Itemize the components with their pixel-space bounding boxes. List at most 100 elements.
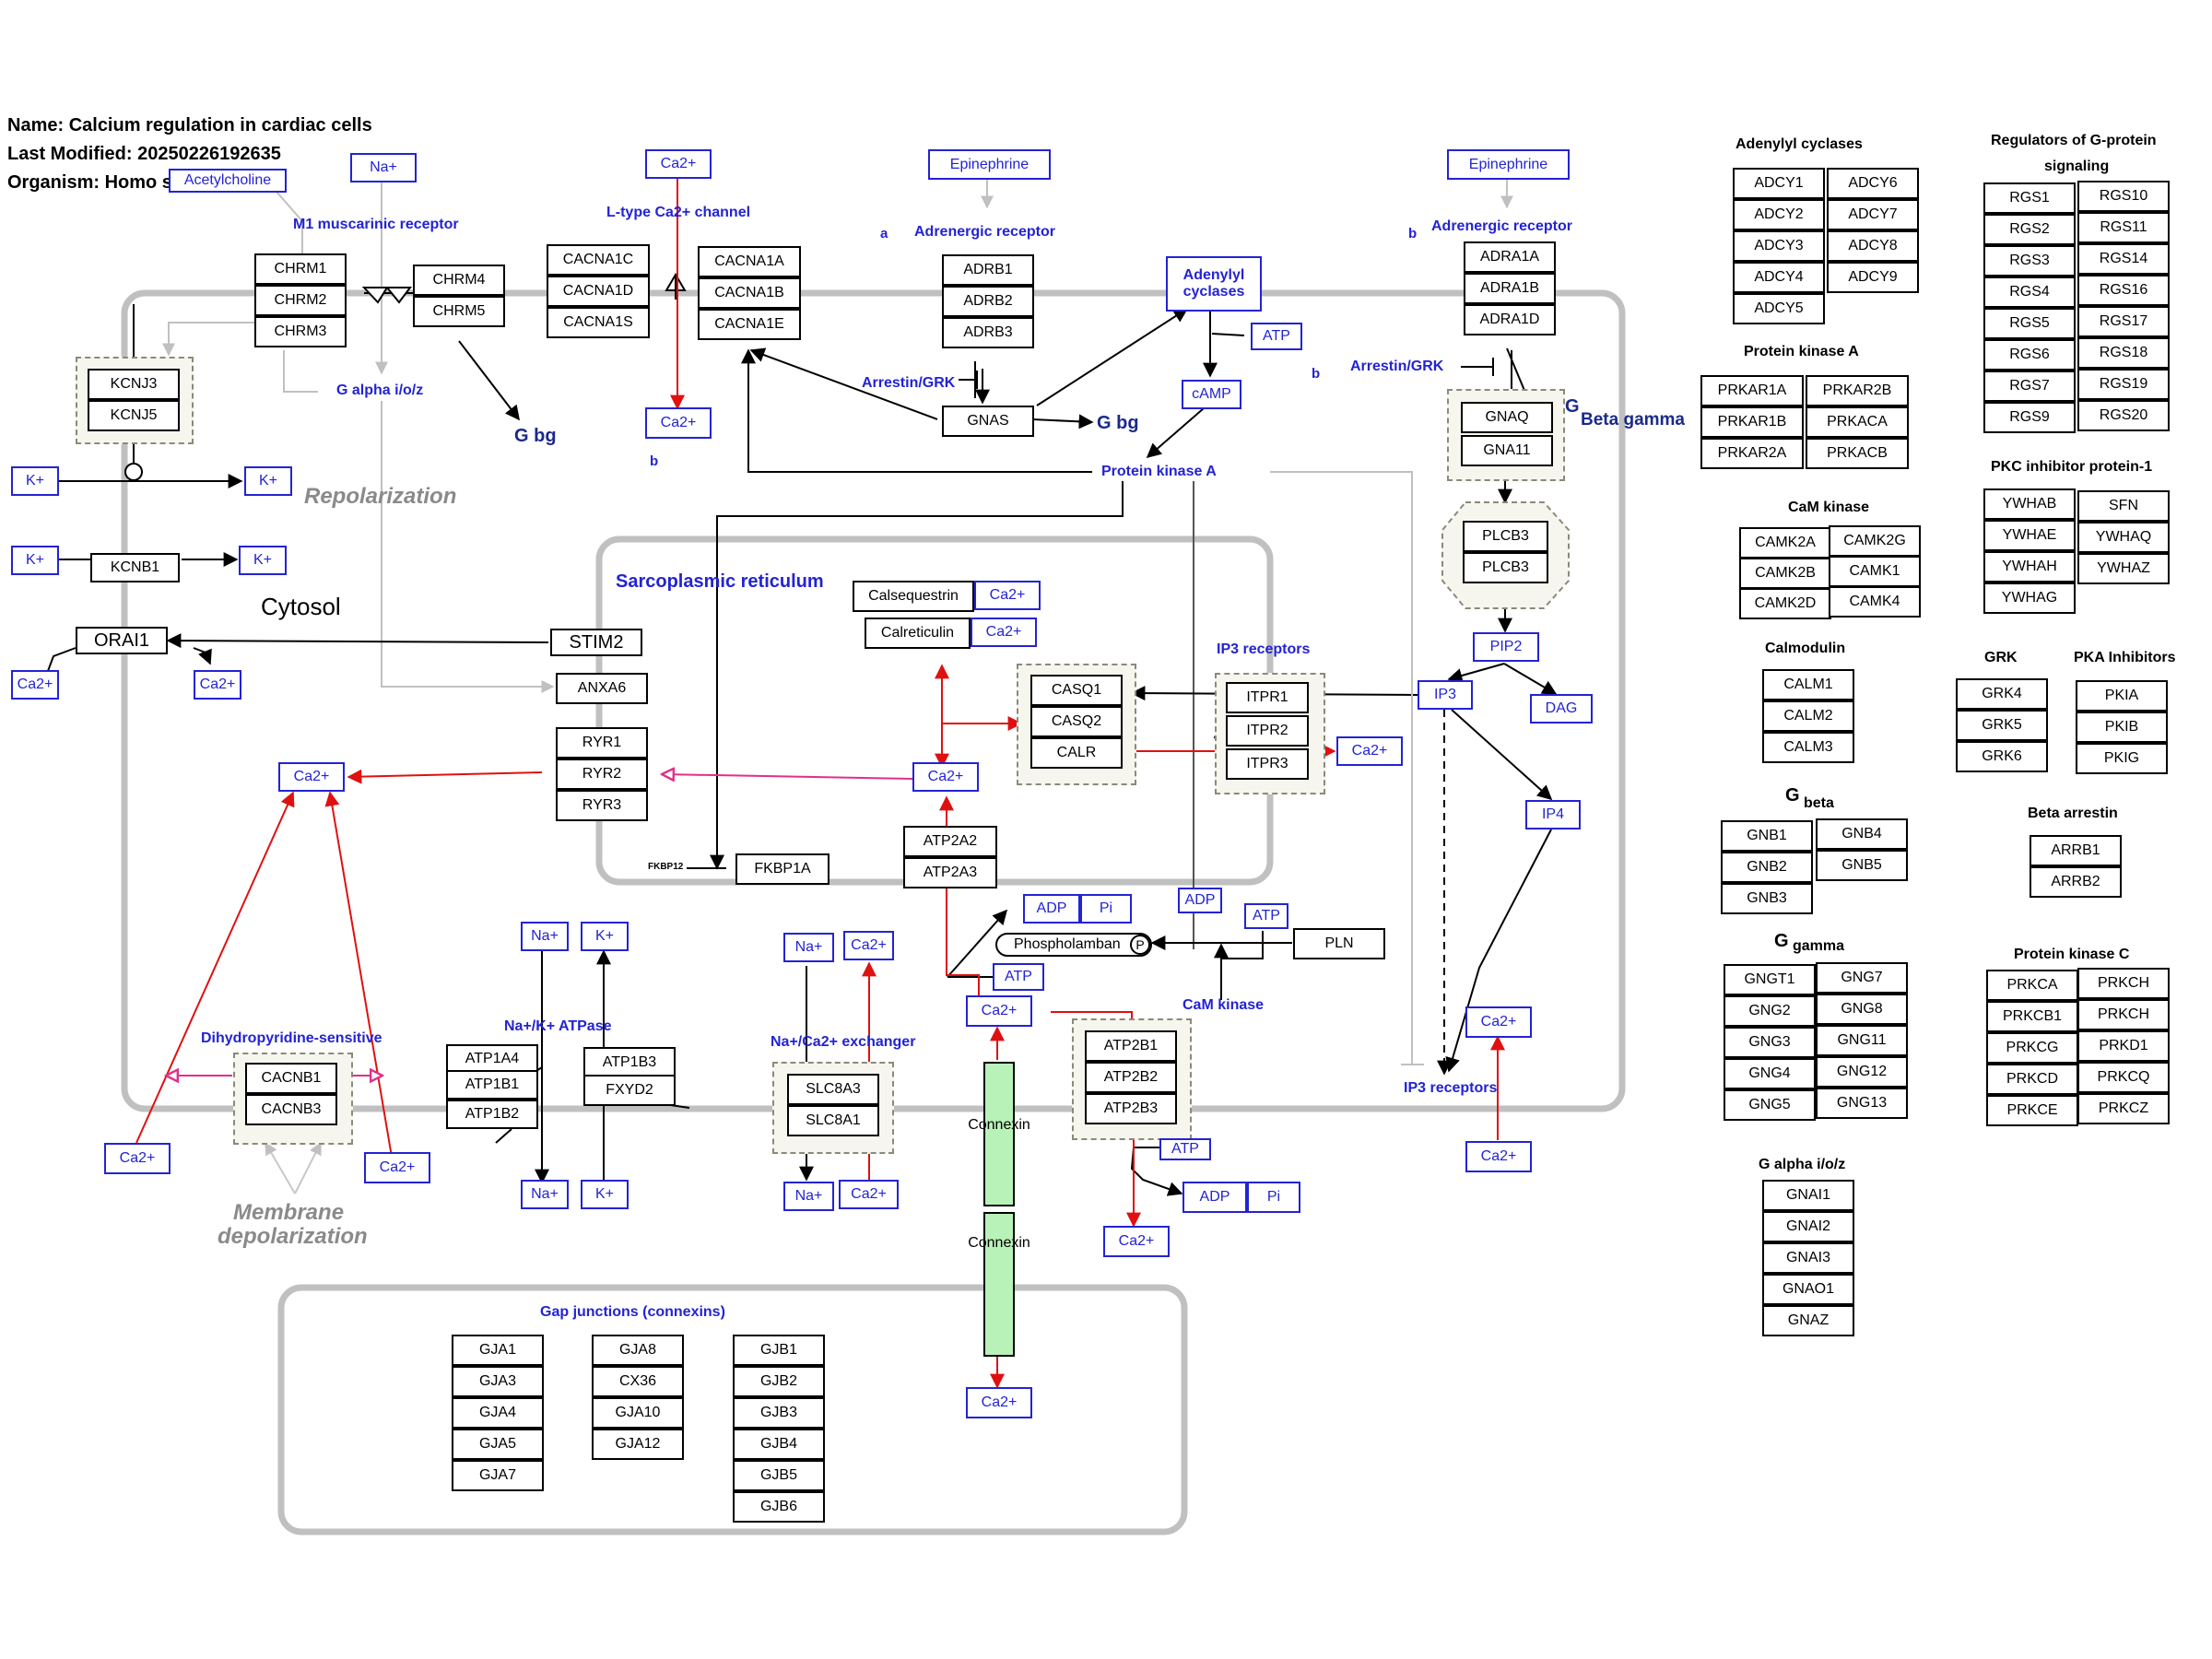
epinephrine-node-1[interactable]: Epinephrine: [928, 149, 1051, 180]
gene-atp2b1[interactable]: ATP2B1: [1085, 1030, 1177, 1062]
gene-gja12[interactable]: GJA12: [592, 1429, 684, 1460]
gene-cacna1c[interactable]: CACNA1C: [547, 244, 650, 276]
gene-slc8a3[interactable]: SLC8A3: [787, 1074, 879, 1105]
legend-prkch-2[interactable]: PRKCH: [2077, 999, 2170, 1030]
gene-gja7[interactable]: GJA7: [452, 1460, 544, 1491]
legend-camk2a[interactable]: CAMK2A: [1739, 527, 1831, 559]
gene-gja3[interactable]: GJA3: [452, 1366, 544, 1397]
legend-prkacb[interactable]: PRKACB: [1806, 438, 1909, 469]
gene-kcnj3[interactable]: KCNJ3: [88, 369, 180, 400]
legend-gnai2[interactable]: GNAI2: [1762, 1211, 1854, 1242]
legend-adcy8[interactable]: ADCY8: [1827, 230, 1919, 262]
legend-arrb2[interactable]: ARRB2: [2030, 866, 2122, 898]
gene-cacna1s[interactable]: CACNA1S: [547, 307, 650, 338]
ca-dhp-left-node[interactable]: Ca2+: [104, 1143, 171, 1174]
gene-chrm2[interactable]: CHRM2: [254, 285, 347, 316]
legend-gngt1[interactable]: GNGT1: [1724, 964, 1816, 995]
legend-arrb1[interactable]: ARRB1: [2030, 835, 2122, 866]
legend-gng4[interactable]: GNG4: [1724, 1058, 1816, 1089]
legend-gng11[interactable]: GNG11: [1816, 1025, 1908, 1056]
ca-ncx-node-1[interactable]: Ca2+: [843, 931, 894, 960]
legend-rgs2[interactable]: RGS2: [1983, 214, 2076, 245]
legend-camk1[interactable]: CAMK1: [1829, 556, 1921, 587]
legend-adcy5[interactable]: ADCY5: [1733, 293, 1825, 324]
legend-rgs19[interactable]: RGS19: [2077, 369, 2170, 400]
gene-casq2[interactable]: CASQ2: [1030, 706, 1123, 737]
legend-prkar2b[interactable]: PRKAR2B: [1806, 375, 1909, 406]
k-node-1[interactable]: K+: [11, 466, 59, 496]
camp-node[interactable]: cAMP: [1182, 380, 1241, 409]
gene-stim2[interactable]: STIM2: [550, 629, 642, 656]
legend-gnb1[interactable]: GNB1: [1721, 820, 1813, 852]
ip4-node[interactable]: IP4: [1525, 800, 1581, 830]
legend-ywhab[interactable]: YWHAB: [1983, 488, 2076, 520]
gene-cacna1e[interactable]: CACNA1E: [698, 309, 801, 340]
legend-gnai1[interactable]: GNAI1: [1762, 1180, 1854, 1211]
gene-kcnb1[interactable]: KCNB1: [90, 553, 180, 582]
gene-calr[interactable]: CALR: [1030, 737, 1123, 769]
legend-gnb2[interactable]: GNB2: [1721, 852, 1813, 883]
gene-gnaq[interactable]: GNAQ: [1461, 402, 1553, 433]
legend-rgs9[interactable]: RGS9: [1983, 402, 2076, 433]
gene-atp1b3[interactable]: ATP1B3: [583, 1047, 676, 1078]
gene-atp1b1[interactable]: ATP1B1: [446, 1070, 538, 1100]
gene-atp1b2[interactable]: ATP1B2: [446, 1100, 538, 1129]
legend-rgs16[interactable]: RGS16: [2077, 275, 2170, 306]
atp-node-4[interactable]: ATP: [1159, 1138, 1211, 1160]
ca-cytosol-node[interactable]: Ca2+: [278, 762, 345, 792]
ca-ip3r-out-node[interactable]: Ca2+: [1465, 1141, 1532, 1172]
legend-pkig[interactable]: PKIG: [2076, 743, 2168, 774]
legend-gng2[interactable]: GNG2: [1724, 995, 1816, 1027]
atp-node-2[interactable]: ATP: [1244, 903, 1288, 929]
gene-gja1[interactable]: GJA1: [452, 1335, 544, 1366]
gene-chrm1[interactable]: CHRM1: [254, 253, 347, 285]
ca-ltype-node[interactable]: Ca2+: [645, 407, 712, 439]
legend-gnaz[interactable]: GNAZ: [1762, 1305, 1854, 1336]
legend-rgs20[interactable]: RGS20: [2077, 400, 2170, 431]
adenylyl-cyclases-node[interactable]: Adenylyl cyclases: [1166, 256, 1262, 312]
legend-rgs3[interactable]: RGS3: [1983, 245, 2076, 276]
gene-cacnb1[interactable]: CACNB1: [245, 1063, 337, 1094]
gene-fxyd2[interactable]: FXYD2: [583, 1075, 676, 1106]
legend-ywhaz[interactable]: YWHAZ: [2077, 553, 2170, 584]
k-nka-node-2[interactable]: K+: [581, 1180, 629, 1209]
legend-rgs5[interactable]: RGS5: [1983, 308, 2076, 339]
legend-camk4[interactable]: CAMK4: [1829, 586, 1921, 618]
gene-cx36[interactable]: CX36: [592, 1366, 684, 1397]
gene-plcb3-a[interactable]: PLCB3: [1463, 521, 1548, 552]
legend-grk4[interactable]: GRK4: [1956, 678, 2048, 710]
pi-node-1[interactable]: Pi: [1080, 894, 1132, 924]
atp-node-1[interactable]: ATP: [1251, 323, 1302, 350]
na-nka-node-1[interactable]: Na+: [521, 922, 569, 951]
legend-prkar1a[interactable]: PRKAR1A: [1700, 375, 1804, 406]
gene-gja4[interactable]: GJA4: [452, 1397, 544, 1429]
ca-ncx-node-2[interactable]: Ca2+: [839, 1180, 899, 1209]
legend-prkar2a[interactable]: PRKAR2A: [1700, 438, 1804, 469]
legend-grk6[interactable]: GRK6: [1956, 741, 2048, 772]
legend-prkch-1[interactable]: PRKCH: [2077, 968, 2170, 999]
adp-node-1[interactable]: ADP: [1023, 894, 1080, 924]
gene-itpr1[interactable]: ITPR1: [1226, 682, 1309, 713]
ip3-node[interactable]: IP3: [1418, 680, 1473, 710]
legend-prkaca[interactable]: PRKACA: [1806, 406, 1909, 438]
legend-camk2g[interactable]: CAMK2G: [1829, 525, 1921, 557]
gene-ryr3[interactable]: RYR3: [556, 790, 648, 821]
legend-rgs11[interactable]: RGS11: [2077, 212, 2170, 243]
legend-adcy9[interactable]: ADCY9: [1827, 262, 1919, 293]
ca-orai-left-node[interactable]: Ca2+: [11, 670, 59, 700]
gene-adrb3[interactable]: ADRB3: [942, 317, 1034, 348]
legend-calm3[interactable]: CALM3: [1762, 732, 1854, 763]
legend-gnb3[interactable]: GNB3: [1721, 883, 1813, 914]
k-node-3[interactable]: K+: [11, 546, 59, 575]
gene-gja5[interactable]: GJA5: [452, 1429, 544, 1460]
gene-cacna1d[interactable]: CACNA1D: [547, 276, 650, 307]
k-nka-node-1[interactable]: K+: [581, 922, 629, 951]
legend-calm2[interactable]: CALM2: [1762, 700, 1854, 732]
gene-gjb4[interactable]: GJB4: [733, 1429, 825, 1460]
gene-gjb2[interactable]: GJB2: [733, 1366, 825, 1397]
adp-node-3[interactable]: ADP: [1182, 1182, 1247, 1213]
ca-sr-node[interactable]: Ca2+: [912, 762, 979, 792]
legend-pkia[interactable]: PKIA: [2076, 680, 2168, 712]
gene-pln[interactable]: PLN: [1293, 928, 1385, 959]
legend-prkar1b[interactable]: PRKAR1B: [1700, 406, 1804, 438]
